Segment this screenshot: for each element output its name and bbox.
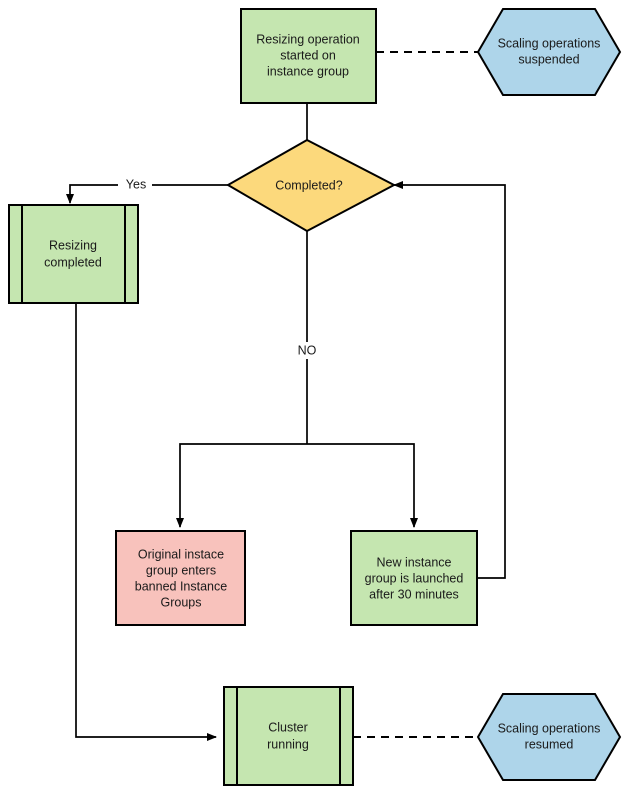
node-original-group-banned-line-1: Original instace xyxy=(138,547,224,561)
node-scaling-resumed-line-2: resumed xyxy=(525,737,574,751)
node-resizing-completed-line-2: completed xyxy=(44,255,102,269)
node-scaling-resumed[interactable]: Scaling operations resumed xyxy=(476,693,622,781)
edge-branch-to-new-group xyxy=(307,443,418,528)
node-resizing-started[interactable]: Resizing operation started on instance g… xyxy=(240,8,377,104)
node-new-group-launched-line-2: group is launched xyxy=(365,571,464,585)
node-scaling-suspended-line-1: Scaling operations xyxy=(498,36,601,50)
node-scaling-suspended[interactable]: Scaling operations suspended xyxy=(476,8,622,96)
node-new-group-launched-line-1: New instance xyxy=(376,555,451,569)
node-original-group-banned-line-3: banned Instance xyxy=(135,579,227,593)
node-scaling-resumed-line-1: Scaling operations xyxy=(498,721,601,735)
node-original-group-banned-line-2: group enters xyxy=(146,563,216,577)
node-cluster-running-line-2: running xyxy=(267,737,309,751)
node-completed-decision[interactable]: Completed? xyxy=(225,138,397,233)
edge-decision-to-resizing-completed: Yes xyxy=(66,176,228,204)
node-new-group-launched[interactable]: New instance group is launched after 30 … xyxy=(350,530,478,626)
node-resizing-started-line-2: started on xyxy=(280,48,336,62)
node-scaling-suspended-line-2: suspended xyxy=(518,52,579,66)
node-resizing-completed[interactable]: Resizing completed xyxy=(8,204,139,304)
edge-branch-to-banned xyxy=(176,443,307,528)
node-cluster-running[interactable]: Cluster running xyxy=(223,686,354,786)
node-resizing-started-line-3: instance group xyxy=(267,64,349,78)
edge-resizing-completed-to-cluster xyxy=(75,303,217,741)
edge-decision-to-branch: NO xyxy=(290,231,324,444)
edge-label-no: NO xyxy=(298,343,317,357)
node-new-group-launched-line-3: after 30 minutes xyxy=(369,587,459,601)
node-resizing-completed-line-1: Resizing xyxy=(49,238,97,252)
node-cluster-running-line-1: Cluster xyxy=(268,720,308,734)
edge-label-yes: Yes xyxy=(126,177,146,191)
node-resizing-started-line-1: Resizing operation xyxy=(256,32,360,46)
node-original-group-banned-line-4: Groups xyxy=(161,595,202,609)
node-original-group-banned[interactable]: Original instace group enters banned Ins… xyxy=(115,530,246,626)
edge-new-group-back-to-decision xyxy=(393,181,506,579)
node-completed-decision-label: Completed? xyxy=(275,178,342,192)
